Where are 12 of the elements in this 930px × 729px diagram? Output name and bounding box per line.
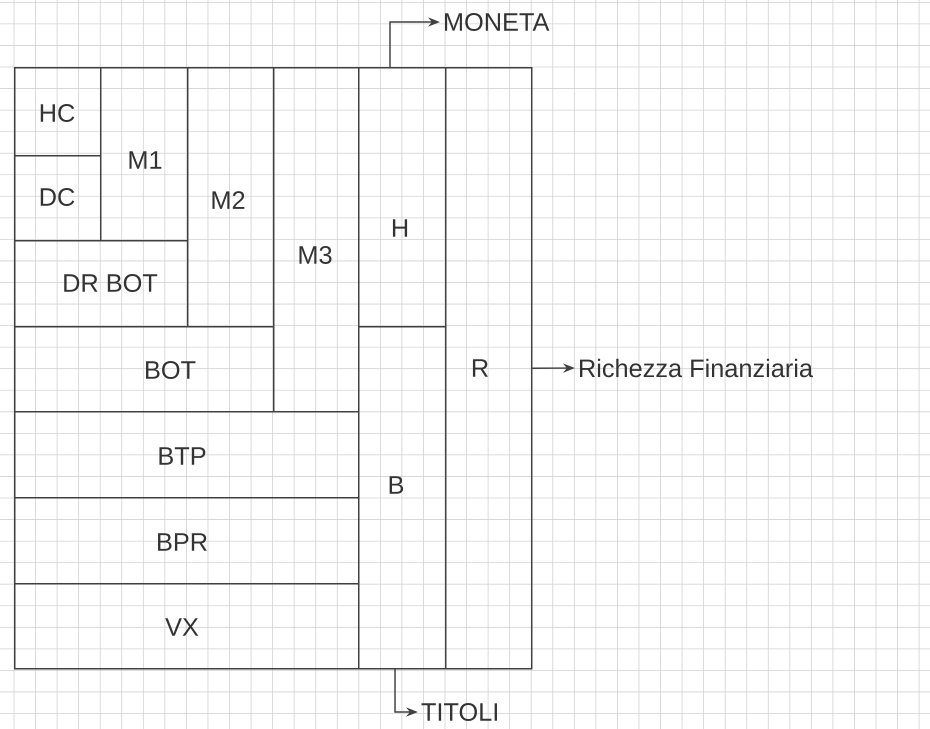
annotation-text: TITOLI (422, 703, 497, 721)
aggregate-box: DR BOT (14, 240, 188, 328)
aggregate-box: H (358, 67, 446, 328)
aggregate-box: BPR (14, 497, 360, 584)
aggregate-box: BTP (14, 411, 360, 498)
aggregate-box: DC (14, 155, 102, 242)
aggregate-box: HC (14, 67, 102, 156)
annotation-text: MONETA (445, 13, 550, 31)
aggregate-box: BOT (14, 326, 274, 412)
aggregate-box: B (358, 326, 446, 670)
annotation-text: Richezza Finanziaria (580, 358, 814, 378)
aggregate-box: VX (14, 583, 360, 670)
